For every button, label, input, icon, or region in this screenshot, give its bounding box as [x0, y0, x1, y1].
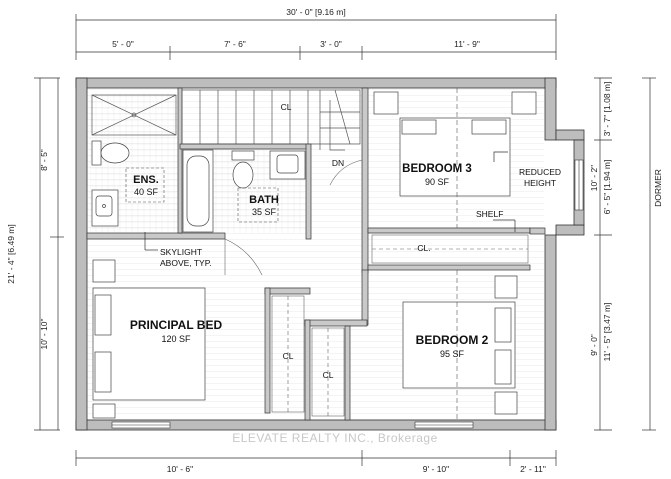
skylight-label-2: ABOVE, TYP. [160, 258, 212, 268]
interior-walls [86, 87, 546, 421]
room-area-bedroom3: 90 SF [425, 177, 450, 187]
vanity-ensuite [91, 189, 119, 227]
vanity-bath [269, 150, 306, 180]
room-name-bedroom3: BEDROOM 3 [402, 163, 472, 175]
room-area-principal: 120 SF [161, 334, 191, 344]
closet-label-b: CL [323, 370, 334, 380]
top-dim-2: 7' - 6" [224, 39, 246, 49]
stair [181, 89, 361, 151]
skylight-outline [125, 167, 279, 223]
top-dim-1: 5' - 0" [112, 39, 134, 49]
bed-bedroom2 [402, 275, 518, 415]
right-inner-dim-1: 3' - 7" [1.08 m] [602, 82, 612, 137]
leaders [144, 151, 516, 251]
dormer-label: DORMER [653, 169, 663, 207]
room-name-ensuite: ENS. [133, 174, 159, 186]
right-inner-dim-3: 11' - 5" [3.47 m] [602, 303, 612, 362]
left-dim-1: 8' - 5" [39, 149, 49, 171]
reduced-height-label-2: HEIGHT [524, 178, 556, 188]
dimension-lines [34, 14, 656, 466]
windows [111, 159, 584, 429]
overall-width-dim: 30' - 0" [9.16 m] [286, 7, 345, 17]
bottom-dim-2: 9' - 10" [423, 464, 449, 474]
bathtub [182, 149, 214, 233]
exterior-walls [75, 77, 585, 431]
shower [91, 94, 177, 136]
left-overall-dim: 21' - 4" [6.49 m] [6, 224, 16, 283]
shelf-label: SHELF [476, 209, 503, 219]
top-dim-3: 3' - 0" [320, 39, 342, 49]
toilet-bath [231, 150, 255, 189]
room-area-ensuite: 40 SF [134, 187, 159, 197]
toilet-ensuite [91, 140, 130, 166]
closets [271, 234, 529, 417]
room-name-bedroom2: BEDROOM 2 [416, 333, 489, 347]
right-outer-dim-2: 9' - 0" [589, 334, 599, 356]
bottom-dim-3: 2' - 11" [520, 464, 546, 474]
right-inner-dim-2: 6' - 5" [1.94 m] [602, 160, 612, 215]
bed-principal [92, 259, 206, 419]
stair-down-label: DN [332, 158, 344, 168]
skylight-label-1: SKYLIGHT [160, 247, 202, 257]
closet-label-bed3: CL. [417, 243, 430, 253]
bed-bedroom3 [373, 91, 537, 197]
closet-label-c: CL [281, 102, 292, 112]
top-dim-4: 11' - 9" [454, 39, 480, 49]
room-area-bedroom2: 95 SF [440, 349, 465, 359]
reduced-height-label-1: REDUCED [519, 167, 561, 177]
right-outer-dim-1: 10' - 2" [589, 165, 599, 191]
doors [224, 159, 363, 276]
closet-label-a: CL [283, 351, 294, 361]
watermark: ELEVATE REALTY INC., Brokerage [232, 431, 438, 445]
room-area-bath: 35 SF [252, 207, 277, 217]
room-name-principal: PRINCIPAL BED [130, 318, 223, 332]
room-name-bath: BATH [249, 194, 279, 206]
bottom-dim-1: 10' - 6" [167, 464, 193, 474]
left-dim-2: 10' - 10" [39, 318, 49, 349]
